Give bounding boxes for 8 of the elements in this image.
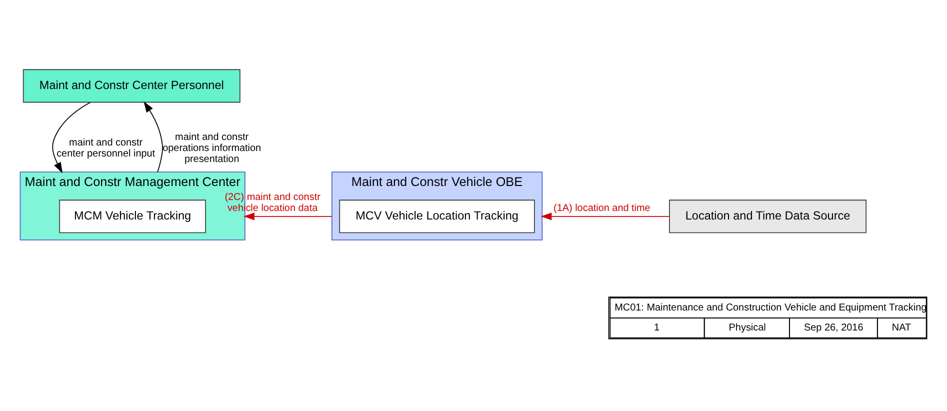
label: 1 xyxy=(654,322,660,333)
label: Physical xyxy=(728,322,766,333)
edge-label: (1A) location and time xyxy=(554,202,650,214)
label: NAT xyxy=(892,322,912,333)
label: Sep 26, 2016 xyxy=(804,322,864,333)
edge-label: maint and constr center personnel input xyxy=(56,137,156,159)
edge-label: maint and constr operations information presentation xyxy=(162,132,262,164)
label: MC01: Maintenance and Construction Vehicle and Equipment Tracking xyxy=(614,302,927,313)
